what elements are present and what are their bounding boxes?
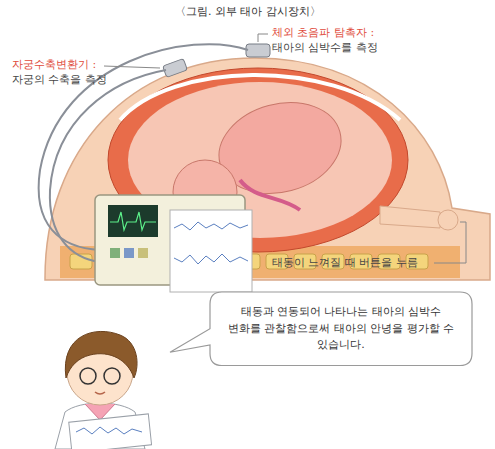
- bubble-text: 태동과 연동되어 나타나는 태아의 심박수 변화를 관찰함으로써 태아의 안녕을…: [224, 304, 458, 354]
- paper-strip: [170, 210, 252, 292]
- toco-transducer: [163, 59, 188, 78]
- heart-trace: [110, 212, 156, 230]
- paper-trace: [174, 222, 248, 230]
- ultrasound-transducer: [246, 44, 270, 57]
- doctor-glasses: [80, 368, 96, 384]
- umbilical-cord: [240, 180, 300, 210]
- doctor-glasses: [104, 368, 120, 384]
- doctor-hair: [65, 331, 137, 378]
- callout-label: 자궁수축변환기 :: [12, 58, 96, 73]
- monitor-screen: [108, 205, 158, 237]
- callout-label: 자궁의 수축을 측정: [12, 73, 107, 88]
- button: [124, 248, 134, 258]
- belt: [120, 75, 400, 120]
- callout-label: 태아의 심박수를 측정: [272, 41, 378, 56]
- leader-line: [258, 34, 268, 42]
- uterus: [108, 68, 408, 252]
- speech-bubble: 태동과 연동되어 나타나는 태아의 심박수 변화를 관찰함으로써 태아의 안녕을…: [210, 292, 472, 366]
- printout-trace: [76, 427, 142, 434]
- button: [138, 248, 148, 258]
- button: [110, 248, 120, 258]
- callout-label: 태동이 느껴질 때 버튼을 누름: [272, 256, 418, 271]
- doctor: [55, 331, 152, 449]
- leader-line: [434, 222, 466, 263]
- leader-line: [104, 66, 160, 68]
- printout: [69, 414, 152, 449]
- hand: [438, 210, 458, 230]
- figure-title: 〈그림. 외부 태아 감시장치〉: [175, 4, 321, 19]
- leader-lines: [104, 34, 466, 263]
- doctor-mouth: [95, 392, 105, 394]
- paper-trace: [174, 254, 248, 264]
- arm: [380, 206, 440, 228]
- monitor: [95, 195, 252, 292]
- bubble-shape: [170, 292, 472, 366]
- callout-label: 체외 초음파 탐촉자 :: [272, 26, 374, 41]
